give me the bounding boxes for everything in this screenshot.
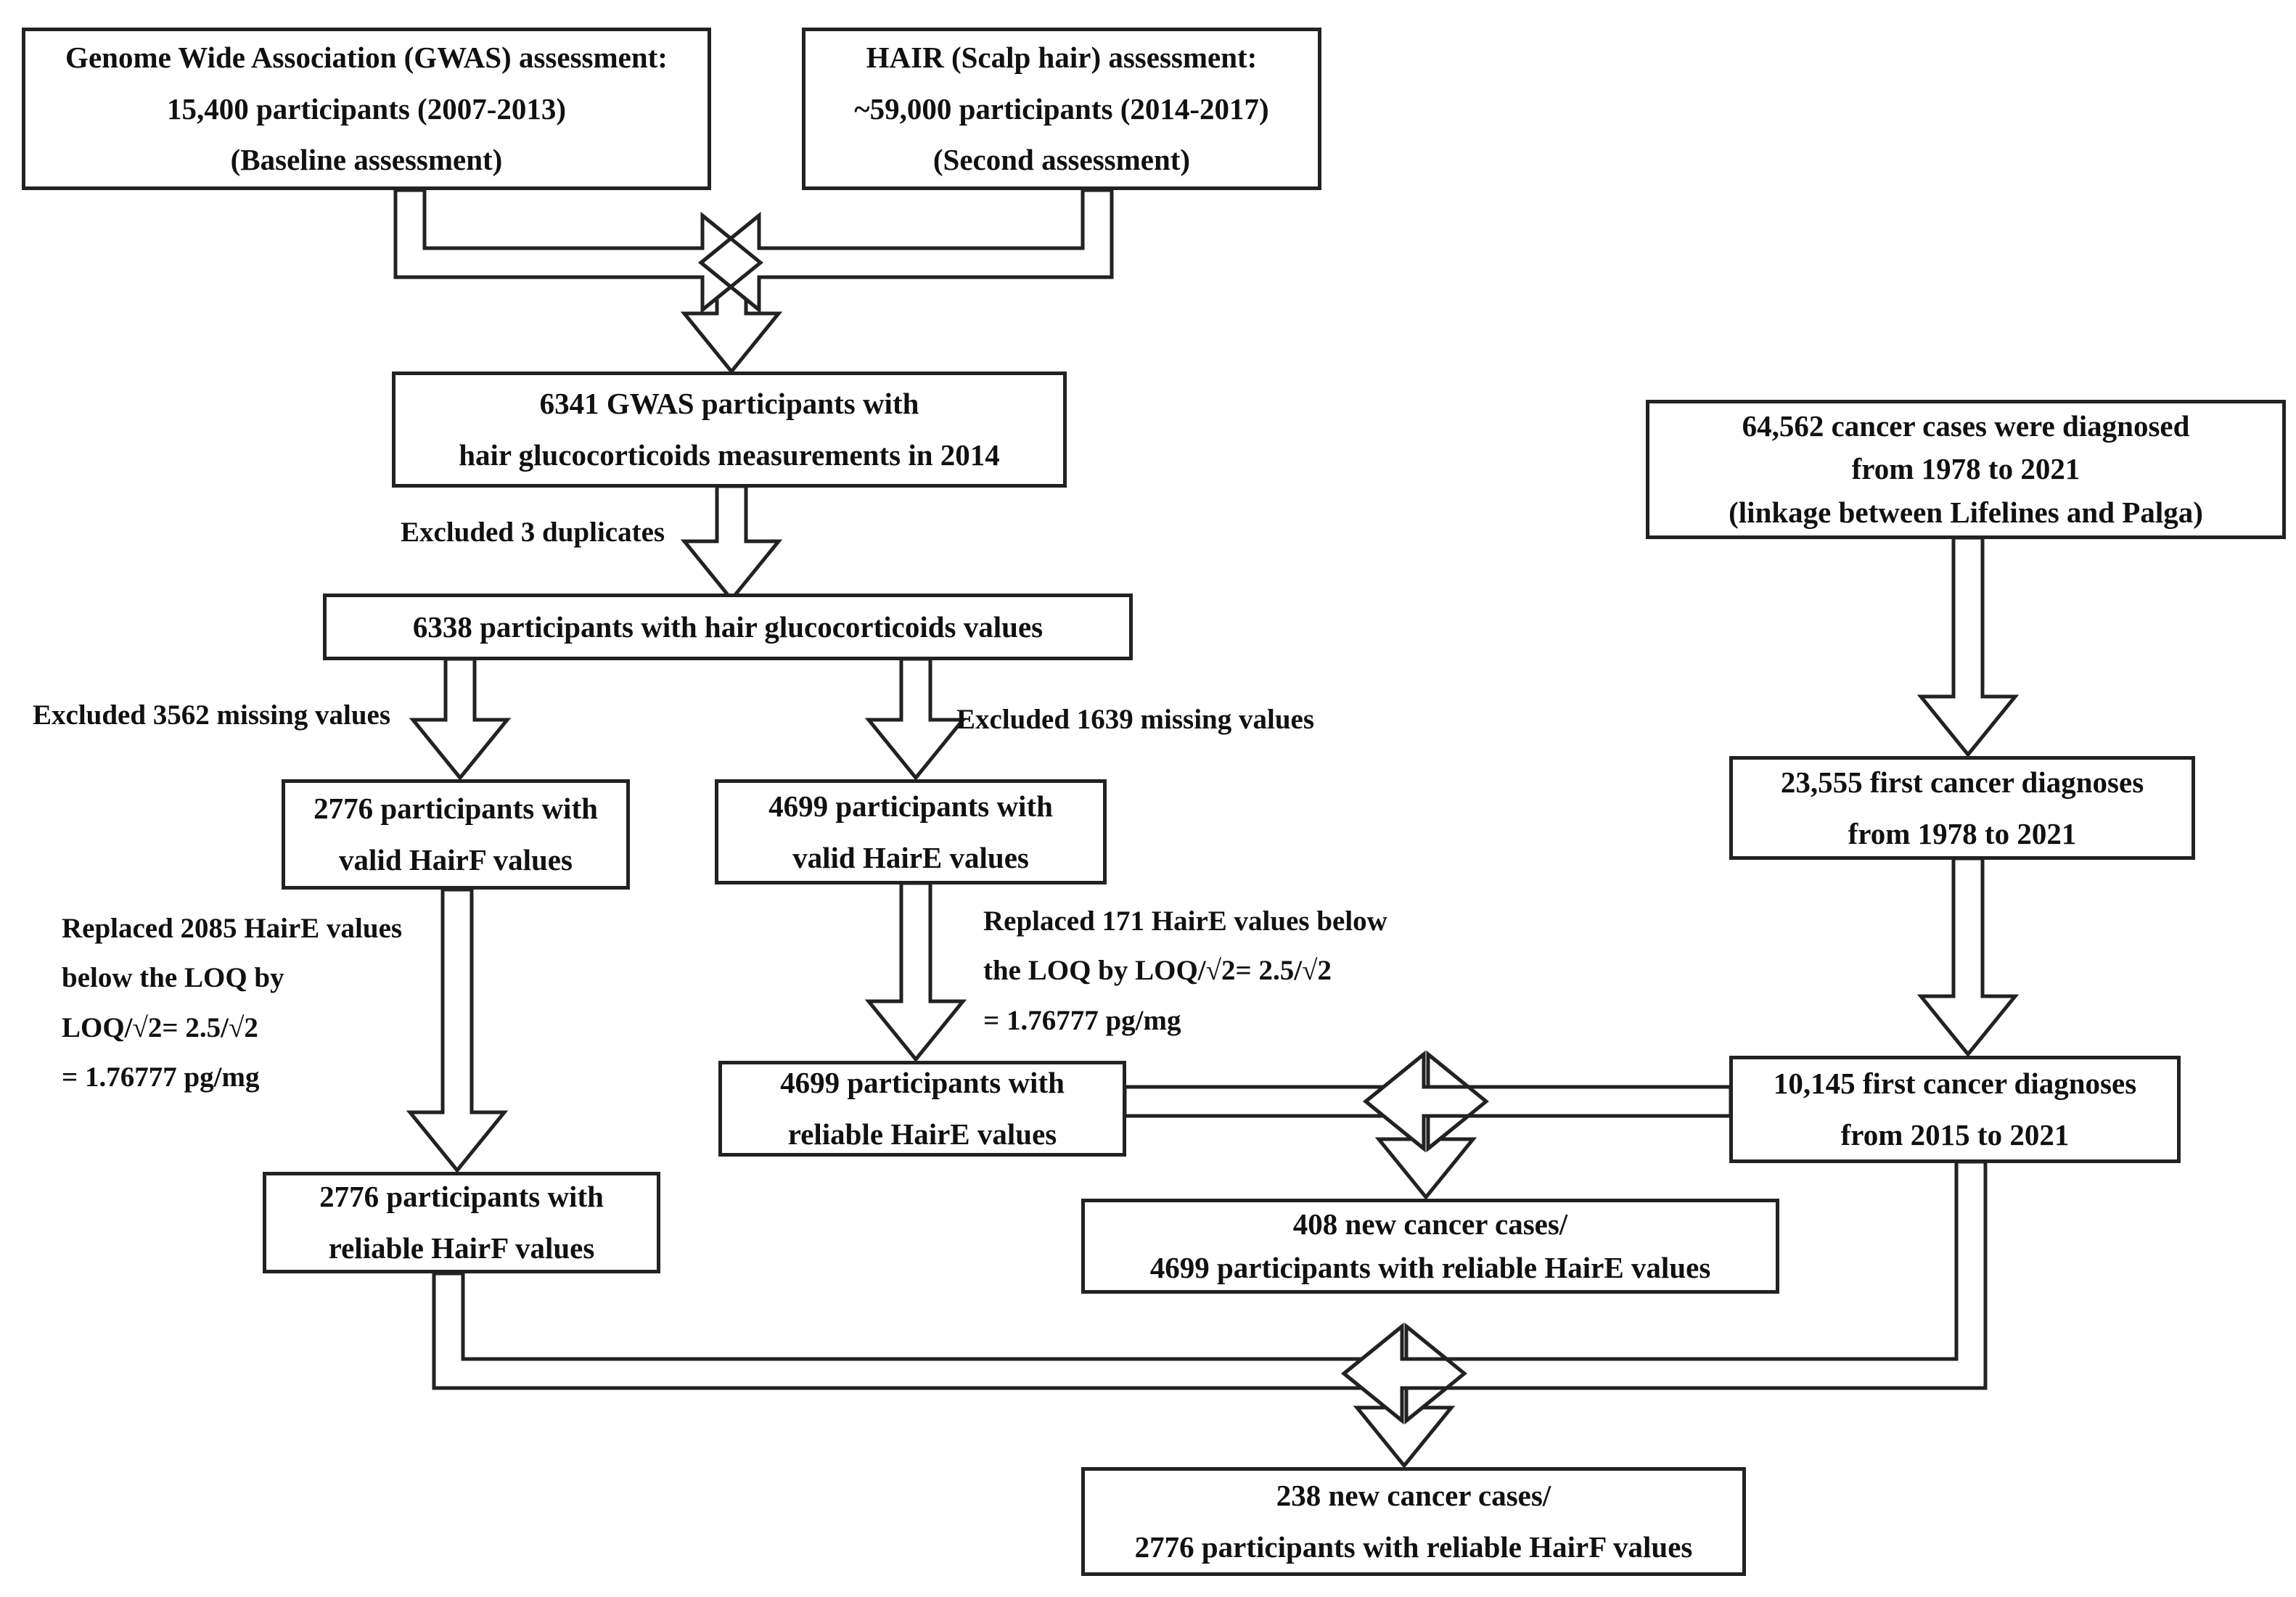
flow-arrow bbox=[406, 887, 509, 1173]
flow-arrow bbox=[409, 657, 512, 781]
flow-arrowhead-cross bbox=[1341, 1325, 1403, 1422]
box-6338-participants: 6338 participants with hair glucocortico… bbox=[323, 594, 1133, 660]
flow-arrowhead-cross bbox=[698, 214, 760, 311]
box-4699-reliable-haire: 4699 participants with reliable HairE va… bbox=[718, 1061, 1126, 1157]
flow-arrow bbox=[432, 1271, 1467, 1425]
flow-arrow bbox=[680, 484, 783, 602]
box-4699-valid-haire: 4699 participants with valid HairE value… bbox=[715, 779, 1107, 884]
box-408-new-cancer-cases: 408 new cancer cases/ 4699 participants … bbox=[1081, 1199, 1779, 1294]
flow-arrow bbox=[1916, 535, 2020, 758]
box-64562-cancer-cases: 64,562 cancer cases were diagnosed from … bbox=[1646, 400, 2286, 539]
label-replaced-2085-loq: Replaced 2085 HairE values below the LOQ… bbox=[62, 913, 403, 1093]
box-gwas-assessment: Genome Wide Association (GWAS) assessmen… bbox=[22, 28, 711, 190]
box-23555-first-diagnoses: 23,555 first cancer diagnoses from 1978 … bbox=[1729, 756, 2195, 860]
box-2776-reliable-hairf: 2776 participants with reliable HairF va… bbox=[263, 1172, 660, 1273]
box-hair-assessment: HAIR (Scalp hair) assessment: ~59,000 pa… bbox=[802, 28, 1321, 190]
flow-arrowhead-cross bbox=[1405, 1325, 1467, 1422]
flow-arrow bbox=[1363, 1050, 1733, 1153]
label-excluded-3562-missing: Excluded 3562 missing values bbox=[33, 699, 391, 731]
flow-arrow bbox=[864, 881, 967, 1062]
label-excluded-1639-missing: Excluded 1639 missing values bbox=[956, 704, 1315, 735]
flow-arrow bbox=[393, 188, 763, 314]
box-238-new-cancer-cases: 238 new cancer cases/ 2776 participants … bbox=[1081, 1467, 1746, 1576]
flow-arrow bbox=[698, 188, 1114, 314]
flow-arrowhead-cross bbox=[1363, 1053, 1425, 1150]
box-10145-first-diagnoses: 10,145 first cancer diagnoses from 2015 … bbox=[1729, 1056, 2181, 1163]
box-2776-valid-hairf: 2776 participants with valid HairF value… bbox=[282, 779, 630, 890]
flow-arrow bbox=[864, 657, 967, 781]
label-replaced-171-loq: Replaced 171 HairE values below the LOQ … bbox=[983, 906, 1387, 1036]
flow-arrow bbox=[1916, 856, 2020, 1057]
box-6341-gwas-participants: 6341 GWAS participants with hair glucoco… bbox=[392, 371, 1067, 488]
flow-arrowhead-cross bbox=[701, 214, 763, 311]
flow-arrowhead-cross bbox=[1427, 1053, 1489, 1150]
label-excluded-3-duplicates: Excluded 3 duplicates bbox=[401, 517, 665, 548]
